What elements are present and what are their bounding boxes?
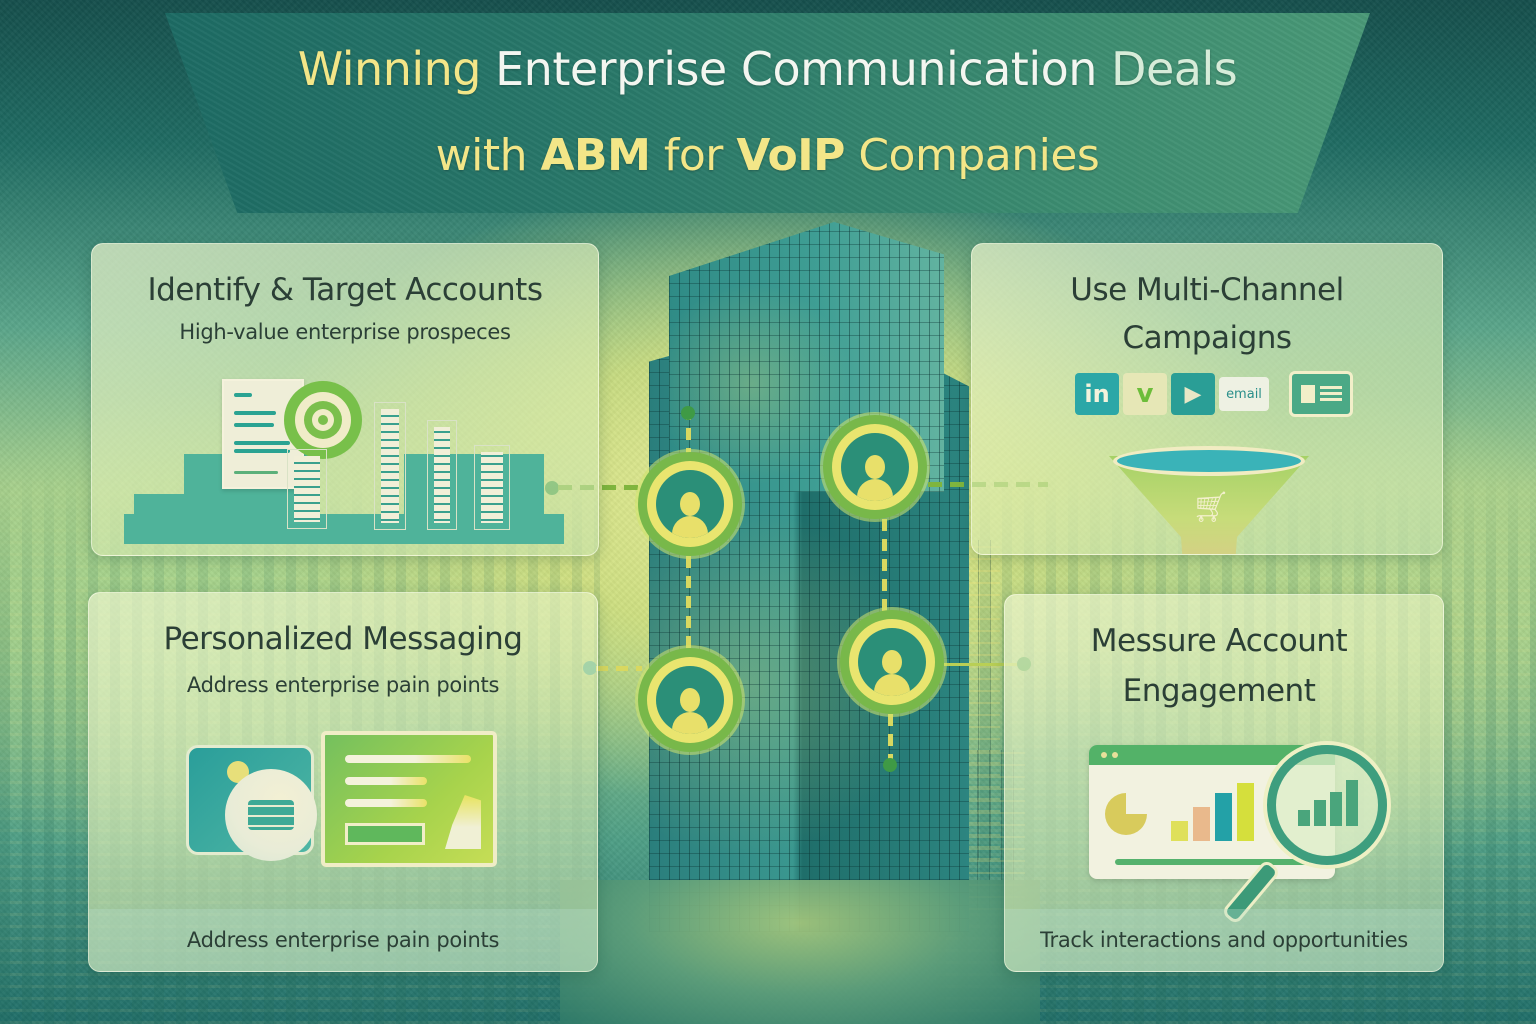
message-panel-icon: [321, 731, 497, 867]
card-title-line-2: Campaigns: [1122, 320, 1292, 356]
connector-line: [944, 663, 1019, 666]
card-title-line-1: Messure Account: [1090, 623, 1348, 659]
building-icon: [374, 402, 406, 530]
account-node-person: [823, 415, 927, 519]
title-word-for: for: [650, 130, 737, 181]
street-plaza: [560, 880, 1040, 1024]
video-play-icon: ▶: [1171, 373, 1215, 415]
linkedin-icon: in: [1075, 373, 1119, 415]
magnifier-icon: [1267, 745, 1387, 865]
connector-line: [888, 714, 893, 764]
building-icon: [427, 420, 457, 530]
pie-chart-icon: [1105, 793, 1147, 835]
connector-line: [686, 408, 691, 454]
title-words-enterprise-communication: Enterprise Communication: [495, 42, 1112, 96]
card-subtitle: Address enterprise pain points: [186, 673, 500, 697]
vine-icon: v: [1123, 373, 1167, 415]
card-footer: Address enterprise pain points: [89, 909, 597, 971]
title-word-abm: ABM: [540, 130, 651, 181]
title-word-voip: VoIP: [736, 130, 845, 181]
account-node-person: [840, 610, 944, 714]
connector-line: [686, 556, 691, 650]
person-icon: [670, 488, 710, 538]
card-measure-account-engagement: Messure Account Engagement Track interac…: [1004, 594, 1444, 972]
central-tower: [624, 222, 969, 932]
contact-card-icon: [1289, 371, 1353, 417]
card-personalized-messaging: Personalized Messaging Address enterpris…: [88, 592, 598, 972]
connector-line: [596, 666, 642, 671]
card-title: Identify & Target Accounts: [147, 272, 543, 308]
person-icon: [872, 646, 912, 696]
account-node-person: [638, 452, 742, 556]
connector-line: [558, 485, 642, 490]
title-line-1: Winning Enterprise Communication Deals: [165, 42, 1370, 96]
funnel-icon: 🛒︎: [1109, 444, 1309, 554]
channel-icons: in v ▶ email: [1075, 371, 1353, 417]
title-word-deals: Deals: [1111, 42, 1238, 96]
card-title: Personalized Messaging: [163, 621, 523, 657]
card-identify-target-accounts: Identify & Target Accounts High-value en…: [91, 243, 599, 556]
title-word-with: with: [435, 130, 541, 181]
card-subtitle: High-value enterprise prospeces: [179, 320, 511, 344]
message-bubble-icon: [225, 769, 317, 861]
card-title-line-2: Engagement: [1122, 673, 1316, 709]
title-line-2: with ABM for VoIP Companies: [165, 130, 1370, 181]
connector-line: [882, 519, 887, 612]
account-node-person: [638, 648, 742, 752]
connector-dot: [681, 406, 695, 420]
card-title-line-1: Use Multi-Channel: [1070, 272, 1344, 308]
card-multi-channel-campaigns: Use Multi-Channel Campaigns in v ▶ email…: [971, 243, 1443, 555]
building-icon: [474, 445, 510, 530]
person-icon: [670, 684, 710, 734]
person-icon: [855, 451, 895, 501]
building-icon: [287, 449, 327, 529]
shopping-cart-icon: 🛒︎: [1191, 490, 1231, 525]
card-footer: Track interactions and opportunities: [1005, 909, 1443, 971]
title-banner: [165, 13, 1370, 213]
connector-dot: [883, 758, 897, 772]
title-word-companies: Companies: [844, 130, 1100, 181]
email-icon: email: [1219, 377, 1269, 411]
title-word-winning: Winning: [297, 42, 496, 96]
target-icon: [284, 381, 362, 459]
